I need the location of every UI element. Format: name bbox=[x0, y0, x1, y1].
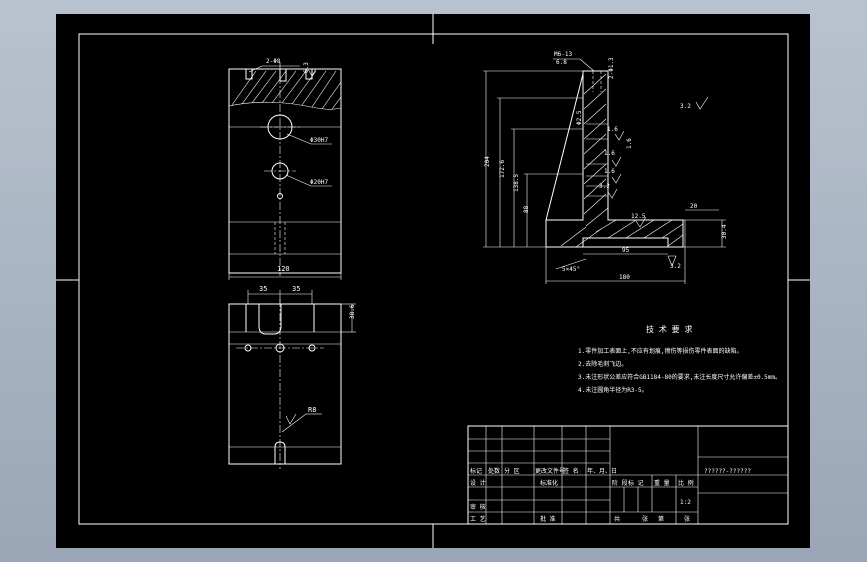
tb-stage-mark: 标 记 bbox=[628, 479, 644, 487]
tb-mark: 标记 bbox=[470, 467, 482, 475]
tech-line-4: 4.未注圆角半径为R3-5。 bbox=[578, 386, 648, 394]
tb-process: 工 艺 bbox=[470, 515, 486, 523]
tb-approve: 批 准 bbox=[540, 515, 556, 523]
dim-172: 172.6 bbox=[499, 160, 506, 178]
front-view: 120 Φ30H7 Φ20H7 2-Φ8 6.3 bbox=[228, 58, 342, 280]
dim-chamfer: 5×45° bbox=[562, 266, 580, 273]
tb-scale: 1:2 bbox=[680, 499, 691, 506]
dim-top-note: 6.3 bbox=[303, 62, 310, 73]
bottom-view: 35 35 38.6 R8 bbox=[228, 285, 356, 469]
drawing-sheet[interactable]: 120 Φ30H7 Φ20H7 2-Φ8 6.3 bbox=[56, 14, 810, 548]
dim-32: 3.2 bbox=[670, 263, 681, 270]
tb-no: 第 bbox=[658, 515, 664, 523]
rough-4: 3.2 bbox=[599, 183, 610, 190]
rough-3: 1.6 bbox=[604, 168, 615, 175]
dim-m6b: 6.8 bbox=[556, 59, 567, 66]
tb-count: 处数 bbox=[488, 467, 500, 475]
dim-m6: M6-13 bbox=[554, 51, 572, 58]
tb-review: 审 核 bbox=[470, 503, 486, 511]
corner-roughness: 3.2 bbox=[680, 103, 691, 110]
tb-doc: 更改文件号 bbox=[535, 467, 565, 475]
tb-total: 共 bbox=[614, 515, 620, 523]
dim-88: 88 bbox=[523, 205, 530, 213]
dim-hole30: Φ30H7 bbox=[310, 137, 328, 144]
dim-phi25: Φ2.5 bbox=[576, 110, 583, 125]
dim-width-120: 120 bbox=[277, 265, 290, 273]
tb-drawing-no: ??????-?????? bbox=[704, 468, 751, 475]
tech-line-1: 1.零件加工表面上,不应有划痕,擦伤等损伤零件表面的缺陷。 bbox=[578, 347, 742, 355]
dim-95: 95 bbox=[622, 247, 630, 254]
tech-line-3: 3.未注形状公差应符合GB1184-80的要求,未注长度尺寸允许偏差±0.5mm… bbox=[578, 373, 781, 381]
tech-requirements: 技 术 要 求 1.零件加工表面上,不应有划痕,擦伤等损伤零件表面的缺陷。 2.… bbox=[578, 324, 781, 394]
rough-5: 1.6 bbox=[626, 138, 633, 149]
dim-180: 180 bbox=[619, 274, 630, 281]
side-view: 204 172.6 138.5 88 M6-13 6.8 2-Φ1.3 Φ2.5… bbox=[483, 51, 728, 284]
dim-38: 38.6 bbox=[349, 304, 356, 319]
tb-sheet1: 张 bbox=[642, 515, 648, 523]
tb-design: 设 计 bbox=[470, 479, 486, 487]
title-block: 标记 处数 分 区 更改文件号 签 名 年、月、日 设 计 标准化 审 核 工 … bbox=[467, 425, 789, 525]
tb-date: 年、月、日 bbox=[587, 467, 617, 475]
rough-6: 12.5 bbox=[631, 213, 646, 220]
dim-r8: R8 bbox=[308, 406, 316, 414]
dim-35a: 35 bbox=[259, 285, 267, 293]
tech-title: 技 术 要 求 bbox=[646, 324, 692, 334]
tech-line-2: 2.去除毛刺飞边。 bbox=[578, 360, 627, 368]
tb-scale-label: 比 例 bbox=[678, 479, 694, 487]
tb-sign: 签 名 bbox=[563, 467, 579, 475]
rough-2: 1.6 bbox=[604, 150, 615, 157]
dim-20: 20 bbox=[690, 203, 698, 210]
dim-phi13: 2-Φ1.3 bbox=[608, 57, 615, 79]
tb-weight: 重 量 bbox=[654, 479, 670, 487]
dim-top-thread: 2-Φ8 bbox=[266, 58, 281, 65]
drawing-svg: 120 Φ30H7 Φ20H7 2-Φ8 6.3 bbox=[56, 14, 810, 548]
rough-1: 1.6 bbox=[607, 126, 618, 133]
tb-zone: 分 区 bbox=[504, 467, 520, 475]
tb-sheet2: 张 bbox=[684, 515, 690, 523]
tb-std: 标准化 bbox=[540, 479, 558, 487]
dim-304: 30.4 bbox=[721, 224, 728, 239]
dim-35b: 35 bbox=[292, 285, 300, 293]
dim-138: 138.5 bbox=[513, 174, 520, 192]
tb-stage: 阶 段 bbox=[612, 479, 628, 487]
dim-204: 204 bbox=[484, 156, 491, 167]
dim-hole20: Φ20H7 bbox=[310, 179, 328, 186]
